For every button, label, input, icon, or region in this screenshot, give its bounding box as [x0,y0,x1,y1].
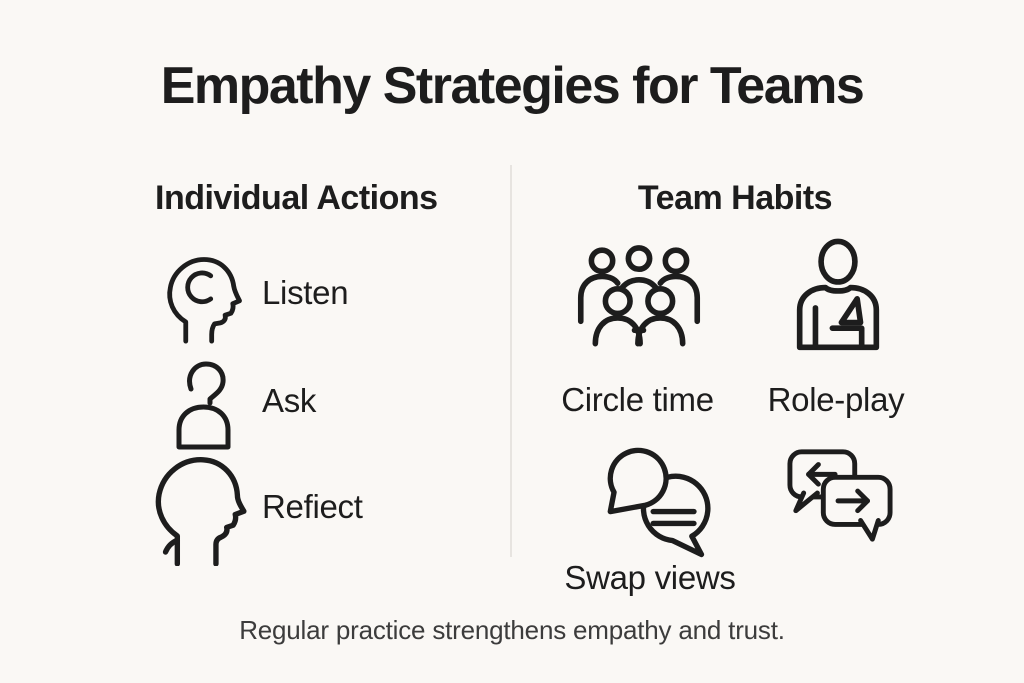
listening-head-icon [156,246,252,346]
ask-label: Ask [262,382,317,419]
listen-label: Listen [262,274,349,311]
question-figure-icon [152,350,252,454]
right-column-header: Team Habits [637,179,833,217]
speech-bubbles-equals-icon [586,444,744,562]
column-divider [510,165,512,557]
person-badge-icon [778,238,898,362]
group-people-icon [560,244,718,356]
profile-head-icon [146,448,258,566]
chat-swap-arrows-icon [770,440,910,548]
reflect-label: Refiect [262,488,363,525]
circle-time-label: Circle time [561,381,714,418]
swap-views-label: Swap views [564,559,736,596]
left-column-header: Individual Actions [155,179,438,217]
footer-caption: Regular practice strengthens empathy and… [239,615,785,645]
page-title: Empathy Strategies for Teams [160,57,865,115]
role-play-label: Role-play [767,381,905,418]
